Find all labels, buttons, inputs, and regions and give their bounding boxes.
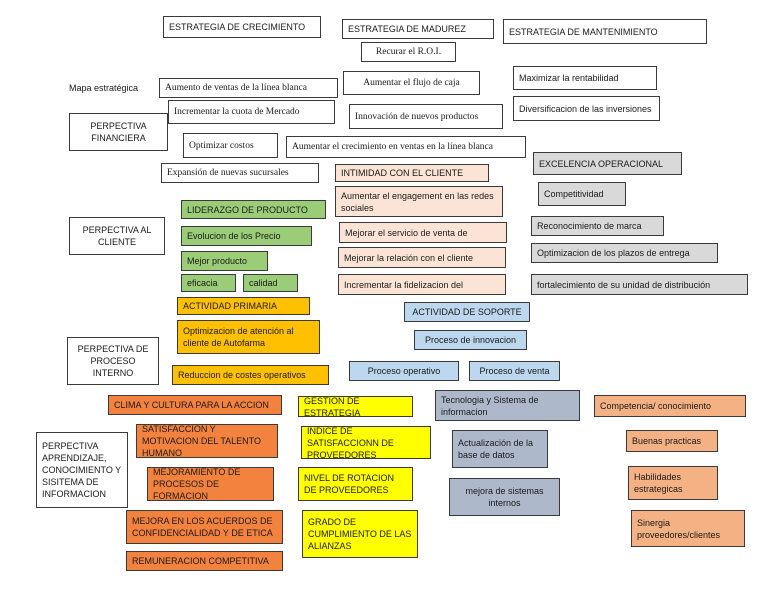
mejora-acuerdos: MEJORA EN LOS ACUERDOS DE CONFIDENCIALID… xyxy=(126,510,283,544)
proceso-venta: Proceso de venta xyxy=(469,361,560,381)
estrategia-crecimiento: ESTRATEGIA DE CRECIMIENTO xyxy=(163,16,321,38)
expansion-sucursales: Expansión de nuevas sucursales xyxy=(161,163,319,183)
actividad-primaria-header: ACTIVIDAD PRIMARIA xyxy=(177,297,310,315)
evolucion-precio: Evolucion de los Precio xyxy=(181,226,312,246)
diversificacion-inversiones: Diversificacion de las inversiones xyxy=(513,96,660,121)
clima-cultura-header: CLIMA Y CULTURA PARA LA ACCION xyxy=(108,395,282,415)
habilidades-estrategicas: Habilidades estrategicas xyxy=(628,466,718,500)
proceso-operativo: Proceso operativo xyxy=(349,361,459,381)
perspectiva-cliente-label: PERPECTIVA AL CLIENTE xyxy=(69,217,165,255)
mejoramiento-formacion: MEJORAMIENTO DE PROCESOS DE FORMACION xyxy=(147,467,274,501)
eficacia: eficacia xyxy=(181,274,236,292)
intimidad-cliente-header: INTIMIDAD CON EL CLIENTE xyxy=(335,164,489,182)
perspectiva-proceso-label: PERPECTIVA DE PROCESO INTERNO xyxy=(67,337,159,385)
excelencia-operacional-header: EXCELENCIA OPERACIONAL xyxy=(533,152,682,175)
proceso-innovacion: Proceso de innovacion xyxy=(414,330,527,350)
crecimiento-ventas: Aumentar el crecimiento en ventas en la … xyxy=(286,136,526,158)
competencia-conocimiento-header: Competencia/ conocimiento xyxy=(594,395,746,417)
indice-satisfaccion-proveedores: INDICE DE SATISFACCIONN DE PROVEEDORES xyxy=(301,426,431,459)
cumplimiento-alianzas: GRADO DE CUMPLIMIENTO DE LAS ALIANZAS xyxy=(302,510,418,558)
optimizar-costos: Optimizar costos xyxy=(183,133,278,158)
optimizacion-atencion: Optimizacion de atención al cliente de A… xyxy=(177,320,320,354)
liderazgo-producto-header: LIDERAZGO DE PRODUCTO xyxy=(181,200,326,219)
satisfaccion-talento: SATISFACCION Y MOTIVACION DEL TALENTO HU… xyxy=(136,424,278,458)
mejor-producto: Mejor producto xyxy=(181,251,268,271)
remuneracion-competitiva: REMUNERACION COMPETITIVA xyxy=(126,551,283,571)
estrategia-madurez: ESTRATEGIA DE MADUREZ xyxy=(342,19,494,39)
perspectiva-aprendizaje-label: PERPECTIVA APRENDIZAJE, CONOCIMIENTO Y S… xyxy=(36,432,128,508)
aumentar-flujo-caja: Aumentar el flujo de caja xyxy=(343,71,480,95)
fortalecimiento-distribucion: fortalecimiento de su unidad de distribu… xyxy=(531,274,748,295)
perspectiva-financiera-label: PERPECTIVA FINANCIERA xyxy=(69,113,168,151)
sinergia-proveedores-clientes: Sinergia proveedores/clientes xyxy=(631,510,745,547)
gestion-estrategia-header: GESTION DE ESTRATEGIA xyxy=(298,396,413,417)
tecnologia-sistema-header: Tecnologia y Sistema de informacion xyxy=(435,390,580,421)
aumento-ventas: Aumento de ventas de la línea blanca xyxy=(159,78,338,98)
reduccion-costes: Reduccion de costes operativos xyxy=(172,365,329,385)
incrementar-cuota: Incrementar la cuota de Mercado xyxy=(168,100,335,124)
mapa-estrategica-label: Mapa estratégica xyxy=(69,83,139,93)
optimizacion-plazos: Optimizacion de los plazos de entrega xyxy=(531,243,718,263)
maximizar-rentabilidad: Maximizar la rentabilidad xyxy=(513,66,657,90)
innovacion-productos: Innovación de nuevos productos xyxy=(349,104,503,129)
buenas-practicas: Buenas practicas xyxy=(626,430,718,452)
mejorar-servicio: Mejorar el servicio de venta de xyxy=(339,222,507,243)
estrategia-mantenimiento: ESTRATEGIA DE MANTENIMIENTO xyxy=(503,19,707,44)
calidad: calidad xyxy=(243,274,298,292)
mejorar-relacion: Mejorar la relación con el cliente xyxy=(338,247,506,268)
competitividad: Competitividad xyxy=(538,182,626,206)
rotacion-proveedores: NIVEL DE ROTACION DE PROVEEDORES xyxy=(298,467,413,501)
recurar-roi: Recurar el R.O.I. xyxy=(361,42,456,62)
mejora-sistemas: mejora de sistemas internos xyxy=(449,478,560,516)
actualizacion-base-datos: Actualización de la base de datos xyxy=(452,430,548,468)
aumentar-engagement: Aumentar el engagement en las redes soci… xyxy=(335,186,503,217)
actividad-soporte-header: ACTIVIDAD DE SOPORTE xyxy=(404,302,530,322)
incrementar-fidelizacion: Incrementar la fidelizacion del xyxy=(338,274,506,295)
reconocimiento-marca: Reconocimiento de marca xyxy=(531,216,664,236)
